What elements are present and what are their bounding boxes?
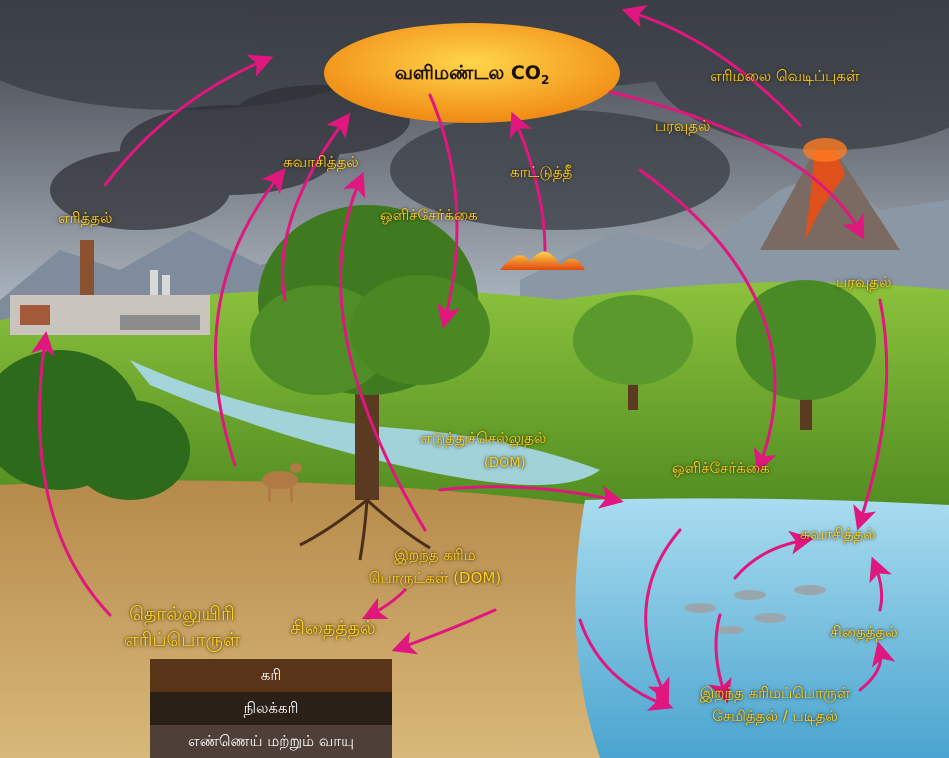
co2-subscript: 2 — [540, 72, 550, 87]
arrow-fish-sediment — [708, 613, 732, 704]
label-decomposition-water: சிதைத்தல் — [830, 623, 898, 641]
grassland — [0, 282, 949, 520]
stratum-oil-gas: எண்ணெய் மற்றும் வாயு — [150, 725, 392, 758]
arrow-photosynthesis-water — [638, 168, 777, 474]
atmospheric-co2-label: வளிமண்டல CO2 — [322, 62, 622, 87]
arrow-diffusion-top — [608, 90, 865, 240]
arrow-decomp-to-coal — [391, 608, 497, 655]
co2-title: வளிமண்டல CO — [394, 62, 541, 84]
label-combustion: எரித்தல் — [58, 209, 113, 227]
lava — [805, 150, 845, 240]
label-sediment-line1: இறந்த கரிமப்பொருள் — [699, 684, 851, 702]
label-wildfire: காட்டுத்தீ — [510, 163, 573, 181]
arrow-dom-to-atmosphere — [339, 171, 427, 532]
label-dead-organic-matter-line1: இறந்த கரிம — [394, 546, 476, 564]
stratum-coal: கரி — [150, 659, 392, 692]
tree-right-1 — [573, 295, 693, 410]
volcano — [760, 150, 900, 250]
label-volcanic-eruptions: எரிமலை வெடிப்புகள் — [710, 67, 860, 85]
arrow-fish-respiration — [733, 530, 814, 580]
arrow-decomp-to-respiration — [869, 556, 892, 612]
label-dead-organic-matter-line2: பொருட்கள் (DOM) — [368, 569, 502, 587]
arrow-dom-to-decomp — [361, 588, 407, 620]
label-photosynthesis-water: ஒளிச்சேர்க்கை — [672, 459, 770, 477]
bushes-left — [0, 350, 190, 500]
label-respiration-water: சுவாசித்தல் — [800, 525, 876, 543]
arrow-sediment-to-decomp — [858, 641, 896, 692]
factory — [10, 240, 210, 335]
label-transport: எடுத்துச்செல்லுதல் — [420, 429, 547, 447]
label-decomposition-land: சிதைத்தல் — [290, 617, 376, 639]
stratum-lignite: நிலக்கரி — [150, 692, 392, 725]
tree-right-2 — [736, 280, 876, 430]
river — [130, 360, 600, 485]
arrow-shore-to-sediment — [578, 618, 674, 711]
co2-ellipse — [324, 23, 620, 123]
arrow-photosynthesis-land — [428, 93, 461, 329]
label-respiration-land: சுவாசித்தல் — [283, 153, 359, 171]
forest-fire — [500, 251, 585, 270]
tree-roots — [299, 498, 431, 561]
arrow-transport — [438, 485, 624, 509]
label-photosynthesis-land: ஒளிச்சேர்க்கை — [380, 206, 478, 224]
storm-clouds — [0, 0, 949, 230]
label-sediment-line2: சேமித்தல் / படிதல் — [712, 707, 838, 725]
eruption-glow — [803, 138, 847, 162]
deer — [262, 463, 302, 502]
arrow-respiration-land-up — [281, 112, 351, 302]
central-tree — [250, 205, 490, 500]
arrow-combustion — [103, 54, 274, 187]
label-transport-dom: (DOM) — [484, 456, 526, 471]
label-fossil-fuel-line1: தொல்லுயிரி — [129, 603, 235, 625]
arrow-fossil-to-factory — [31, 331, 112, 617]
cycle-arrows — [31, 5, 896, 711]
label-fossil-fuel-line2: எரிப்பொருள் — [123, 629, 241, 651]
arrow-pond-to-sediment — [644, 528, 682, 704]
arrow-diffusion-right — [853, 298, 889, 531]
label-diffusion-right: பரவுதல் — [836, 273, 892, 291]
label-diffusion-top: பரவுதல் — [655, 117, 711, 135]
arrow-respiration-animal — [214, 167, 286, 467]
fish — [684, 585, 826, 634]
arrow-eruption — [621, 5, 802, 127]
arrow-wildfire — [509, 111, 547, 252]
